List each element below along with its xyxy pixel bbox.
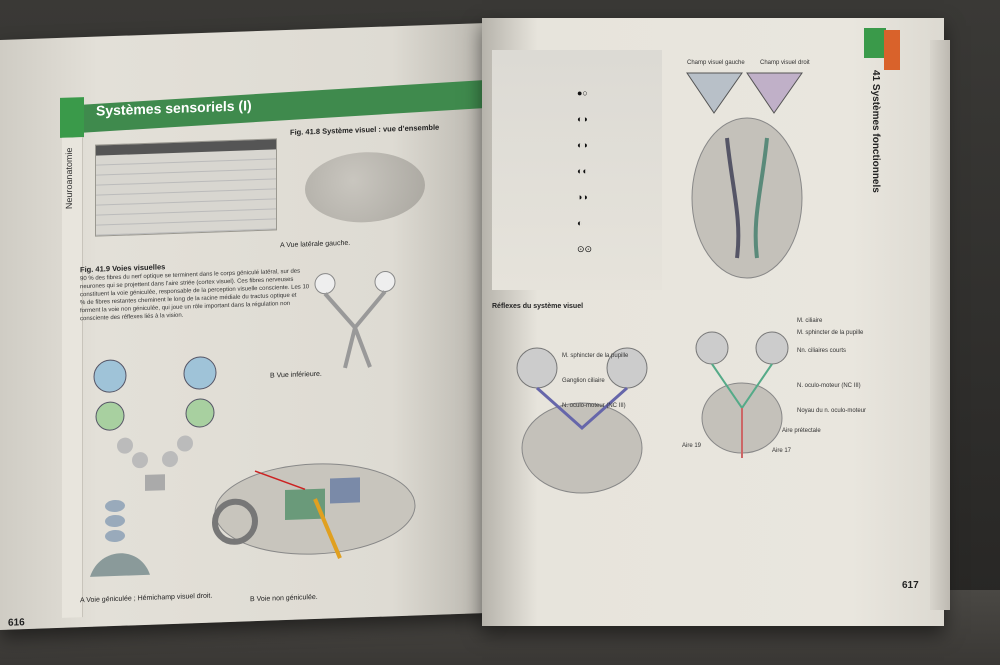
reflex-label-right-5: Noyau du n. oculo-moteur — [797, 408, 867, 414]
right-page: 41 Systèmes fonctionnels ●○ ◐◑ ◐◑ ◐◐ ◑◑ … — [482, 18, 944, 626]
non-geniculate-pathway-diagram — [212, 463, 416, 559]
orange-chapter-tab — [884, 30, 900, 70]
visual-field-defects-list — [492, 50, 662, 290]
green-chapter-tab — [60, 97, 84, 138]
optic-chiasm-inferior-view — [314, 271, 396, 369]
reflex-label-right-1: M. ciliaire — [797, 318, 823, 324]
field-symbol-4: ◐◐ — [577, 166, 588, 176]
fig-overview-caption: A Vue latérale gauche. — [280, 239, 351, 250]
field-symbol-5: ◑◑ — [577, 192, 588, 202]
reflexes-section-title: Réflexes du système visuel — [492, 303, 584, 310]
reflex-label-right-3: Nn. ciliaires courts — [797, 348, 847, 354]
fig-b-bottom-caption: B Voie non géniculée. — [250, 593, 318, 604]
page-number-right: 617 — [902, 580, 919, 591]
left-page: Neuroanatomie Systèmes sensoriels (I) Fi… — [0, 22, 504, 631]
convergence-reflex-diagram — [695, 331, 789, 458]
right-field-label: Champ visuel droit — [760, 60, 810, 66]
fig-paths-text: 90 % des fibres du nerf optique se termi… — [80, 268, 310, 323]
reflex-label-left-2: Ganglion ciliaire — [562, 378, 605, 384]
pupillary-reflex-diagram — [516, 347, 648, 494]
field-symbol-1: ●○ — [577, 88, 588, 98]
page-edges — [930, 40, 950, 610]
page-number-left: 616 — [8, 617, 25, 629]
fig-overview-title: Fig. 41.8 Système visuel : vue d’ensembl… — [290, 122, 440, 137]
reflex-label-right-8: Aire 19 — [682, 443, 702, 449]
field-symbol-7: ⊙⊙ — [577, 244, 593, 254]
visual-pathways-diagram — [90, 356, 217, 577]
visual-field-lesion-diagram — [686, 72, 803, 279]
reflex-label-left-1: M. sphincter de la pupille — [562, 353, 629, 359]
green-chapter-tab-right — [864, 28, 886, 58]
fig-a-bottom-caption: A Voie géniculée ; Hémichamp visuel droi… — [80, 592, 213, 605]
brain-lateral-illustration — [305, 150, 425, 225]
reflex-label-right-6: Aire prétectale — [782, 428, 821, 434]
chapter-label: Neuroanatomie — [64, 147, 74, 210]
field-symbol-2: ◐◑ — [577, 114, 588, 124]
left-field-label: Champ visuel gauche — [687, 60, 745, 66]
field-symbol-3: ◐◑ — [577, 140, 588, 150]
field-symbol-6: ◐ — [577, 218, 583, 228]
reflex-label-right-7: Aire 17 — [772, 448, 792, 454]
reflex-label-left-3: N. oculo-moteur (NC III) — [562, 403, 626, 409]
chapter-label-right: 41 Systèmes fonctionnels — [870, 70, 881, 193]
summary-table — [95, 138, 277, 237]
reflex-label-right-4: N. oculo-moteur (NC III) — [797, 383, 861, 389]
reflex-label-right-2: M. sphincter de la pupille — [797, 330, 864, 336]
